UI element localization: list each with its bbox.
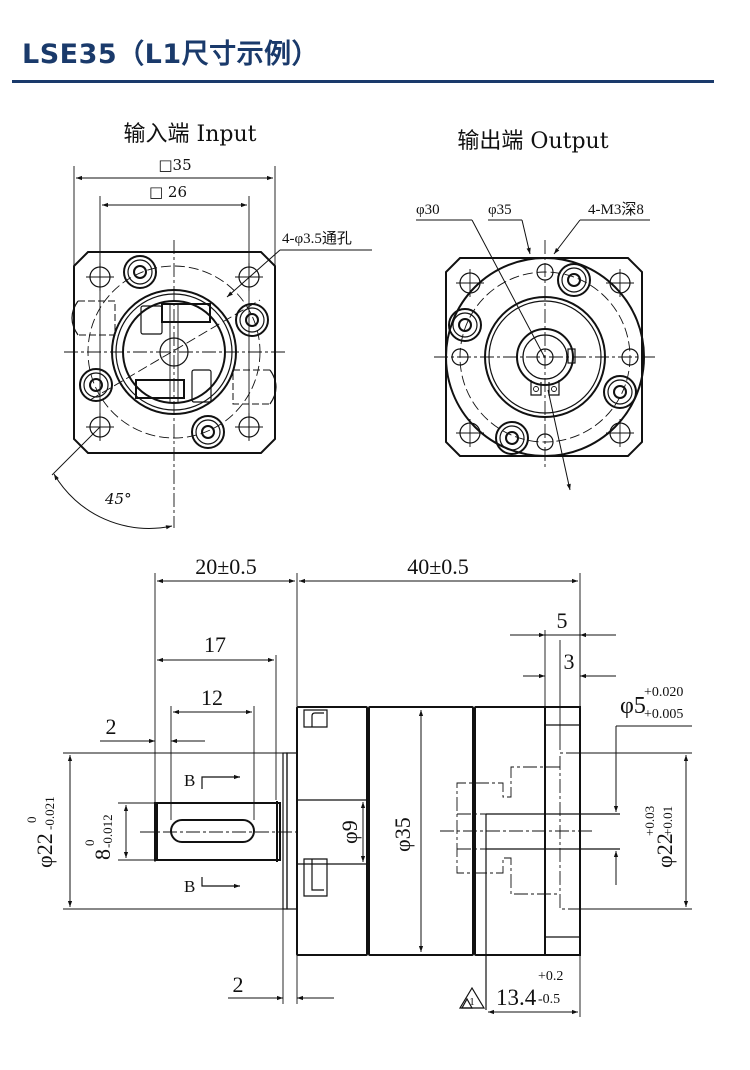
dim-outer-square: □35	[158, 156, 191, 174]
output-thread-holes	[451, 263, 639, 451]
holes-callout: 4-φ3.5通孔	[282, 230, 352, 247]
dim-pilot-label: φ22	[652, 833, 677, 868]
dim-17-label: 17	[204, 632, 226, 657]
dim-pilot-lower: +0.01	[660, 806, 675, 836]
dim-key-width-lower: -0.012	[100, 814, 115, 848]
hidden-clamp-left	[78, 300, 116, 336]
bore-outer	[111, 289, 237, 415]
dim-l1-lower: -0.5	[538, 992, 560, 1007]
title-divider	[12, 80, 714, 83]
section-label-top: B	[184, 771, 195, 790]
dim-input-length: 20±0.5	[195, 554, 257, 579]
bore-ring	[115, 293, 233, 411]
output-shaft	[536, 348, 554, 366]
dim-l1-upper: +0.2	[538, 969, 563, 984]
dim-key-offset-label: 2	[106, 714, 117, 739]
dim-phi22-label: φ22	[32, 833, 57, 868]
section-label-bottom: B	[184, 877, 195, 896]
input-view-title: 输入端 Input	[124, 122, 257, 147]
dim-3-label: 3	[564, 649, 575, 674]
leader-dia-30	[471, 219, 546, 359]
output-pilot	[484, 296, 606, 418]
dim-phi9-label: φ9	[337, 820, 362, 844]
keyway	[170, 819, 255, 843]
dim-key-length-label: 12	[201, 685, 223, 710]
output-body-circle	[445, 257, 645, 457]
output-screws	[448, 263, 637, 455]
shaft-hole	[159, 337, 189, 367]
clamp-bottom	[135, 379, 185, 399]
clamp-top	[161, 303, 211, 323]
output-corner-holes	[456, 269, 634, 447]
dim-flange-gap-label: 2	[233, 972, 244, 997]
l1-marker-triangle	[458, 986, 486, 1009]
bore-inner	[122, 300, 226, 404]
dim-phi5-label: φ5	[620, 693, 646, 719]
angle-ref-line	[51, 426, 101, 476]
thread-callout: 4-M3深8	[588, 201, 644, 218]
dim-body-length: 40±0.5	[407, 554, 469, 579]
dim-l1-label: 13.4	[496, 985, 537, 1010]
leader-line	[226, 249, 281, 298]
housing-input	[296, 706, 368, 956]
output-flange	[445, 257, 643, 457]
output-hub	[516, 328, 574, 386]
dim-phi5-upper: +0.020	[644, 685, 683, 700]
dim-key-width-label: 8	[90, 849, 115, 860]
dim-pilot-upper: +0.03	[642, 806, 657, 836]
page-title: LSE35（L1尺寸示例）	[22, 39, 320, 70]
output-view: 输出端 Output φ30 φ35 4-M3深8	[416, 129, 656, 491]
output-view-title: 输出端 Output	[457, 129, 608, 154]
dim-bolt-square: □ 26	[149, 183, 187, 201]
dim-5-label: 5	[557, 608, 568, 633]
leader-thread	[553, 219, 581, 255]
angle-label: 45°	[104, 490, 132, 508]
bolt-circle	[87, 265, 261, 439]
dim-key-width-upper: 0	[82, 840, 97, 847]
dia-30-label: φ30	[416, 202, 440, 218]
side-view: 20±0.5 40±0.5 17 12 2 φ22 0 -0.021 8 0 -…	[24, 554, 692, 1017]
hidden-output-shaft	[456, 766, 560, 895]
l1-marker-number: 1	[469, 996, 475, 1008]
input-shaft	[154, 802, 281, 861]
input-view: 输入端 Input □35 □ 26 4-φ3.5通孔	[51, 122, 372, 530]
clamp-screw-bottom	[191, 369, 212, 403]
dim-phi22-upper: 0	[24, 817, 39, 824]
screws	[79, 255, 269, 449]
input-flange	[73, 251, 276, 454]
output-bolt-circle	[459, 271, 631, 443]
hidden-clamp-right	[232, 369, 270, 405]
dia-35-label: φ35	[488, 202, 512, 218]
angle-arc	[53, 473, 173, 530]
dim-phi22-lower: -0.021	[42, 796, 57, 830]
dim-phi5-lower: +0.005	[644, 707, 683, 722]
leader-dia-35	[521, 219, 531, 255]
clamp-screw-top	[140, 305, 163, 335]
dim-phi35-label: φ35	[390, 817, 415, 852]
